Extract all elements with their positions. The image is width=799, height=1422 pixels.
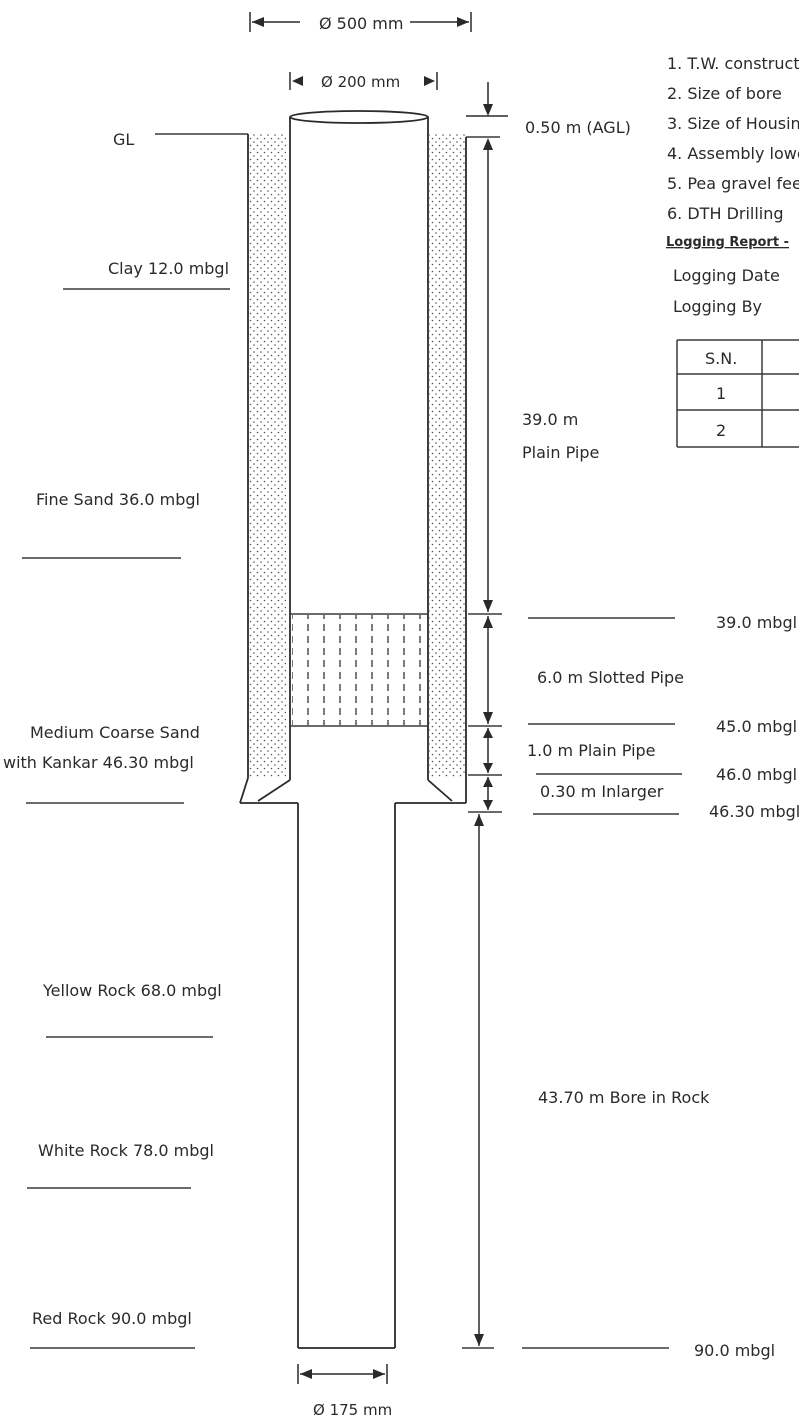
stratum-red-rock-label: Red Rock 90.0 mbgl: [32, 1309, 192, 1328]
list-item: 6. DTH Drilling: [667, 204, 784, 223]
pipe-dia-label: Ø 200 mm: [321, 73, 400, 91]
agl-dimension: 0.50 m (AGL): [466, 82, 631, 137]
plain-pipe-2-label: 1.0 m Plain Pipe: [527, 741, 656, 760]
depth-label-46-30: 46.30 mbgl: [709, 802, 799, 821]
stratum-fine-sand-label: Fine Sand 36.0 mbgl: [36, 490, 200, 509]
logging-by-label: Logging By: [673, 297, 762, 316]
pipe-dia-dimension: Ø 200 mm: [289, 72, 438, 91]
outer-dia-label: Ø 500 mm: [319, 14, 403, 33]
depth-label-45: 45.0 mbgl: [716, 717, 797, 736]
table-header-sn: S.N.: [705, 349, 737, 368]
stratum-medium-sand-label-1: Medium Coarse Sand: [30, 723, 200, 742]
plain-pipe-length-label: 39.0 m: [522, 410, 578, 429]
construction-list: 1. T.W. construct 2. Size of bore 3. Siz…: [666, 54, 799, 316]
slotted-pipe-label: 6.0 m Slotted Pipe: [537, 668, 684, 687]
bore-dia-dimension: Ø 175 mm: [297, 1364, 392, 1419]
depth-label-90: 90.0 mbgl: [694, 1341, 775, 1360]
list-item: 4. Assembly lowe: [667, 144, 799, 163]
stratum-yellow-rock-label: Yellow Rock 68.0 mbgl: [42, 981, 222, 1000]
depth-label-39: 39.0 mbgl: [716, 613, 797, 632]
logging-report-title: Logging Report -: [666, 235, 789, 250]
bore-dia-label: Ø 175 mm: [313, 1401, 392, 1419]
table-cell-sn: 1: [716, 384, 726, 403]
section-dimensions: 39.0 m Plain Pipe 6.0 m Slotted Pipe 1.0…: [462, 138, 799, 1360]
logging-date-label: Logging Date: [673, 266, 780, 285]
agl-label: 0.50 m (AGL): [525, 118, 631, 137]
rock-bore-label: 43.70 m Bore in Rock: [538, 1088, 710, 1107]
list-item: 1. T.W. construct: [667, 54, 799, 73]
plain-pipe-label: Plain Pipe: [522, 443, 599, 462]
stratum-clay-label: Clay 12.0 mbgl: [108, 259, 229, 278]
list-item: 2. Size of bore: [667, 84, 782, 103]
list-item: 5. Pea gravel fee: [667, 174, 799, 193]
enlarger-label: 0.30 m Inlarger: [540, 782, 664, 801]
ground-label: GL: [113, 130, 134, 149]
list-item: 3. Size of Housin: [667, 114, 799, 133]
table-cell-sn: 2: [716, 421, 726, 440]
strata-labels: Clay 12.0 mbgl Fine Sand 36.0 mbgl Mediu…: [3, 259, 230, 1349]
stratum-white-rock-label: White Rock 78.0 mbgl: [38, 1141, 214, 1160]
stratum-medium-sand-label-2: with Kankar 46.30 mbgl: [3, 753, 194, 772]
well-structure: [239, 110, 467, 1349]
logging-table: S.N. 1 2: [676, 339, 799, 448]
outer-dia-dimension: Ø 500 mm: [249, 12, 472, 33]
depth-label-46: 46.0 mbgl: [716, 765, 797, 784]
